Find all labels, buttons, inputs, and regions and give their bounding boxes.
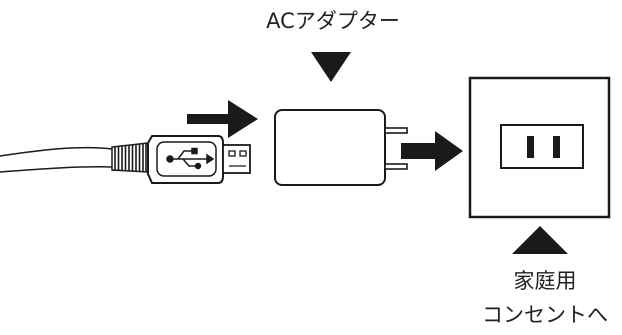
usb-icon	[166, 147, 215, 170]
cable-strain-relief	[111, 142, 149, 173]
wall-outlet	[468, 76, 611, 219]
ac-adapter	[274, 109, 408, 186]
outlet-label: 家庭用 コンセントへ	[482, 269, 608, 327]
adapter-label: ACアダプター	[266, 9, 400, 33]
insert-usb-arrow	[187, 100, 258, 138]
adapter-pointer-arrow	[311, 52, 351, 82]
usb-plug	[147, 135, 224, 184]
outlet-pointer-arrow	[512, 226, 568, 254]
insert-adapter-arrow	[401, 131, 463, 171]
usb-cable	[0, 146, 113, 173]
usb-connector	[222, 144, 251, 174]
